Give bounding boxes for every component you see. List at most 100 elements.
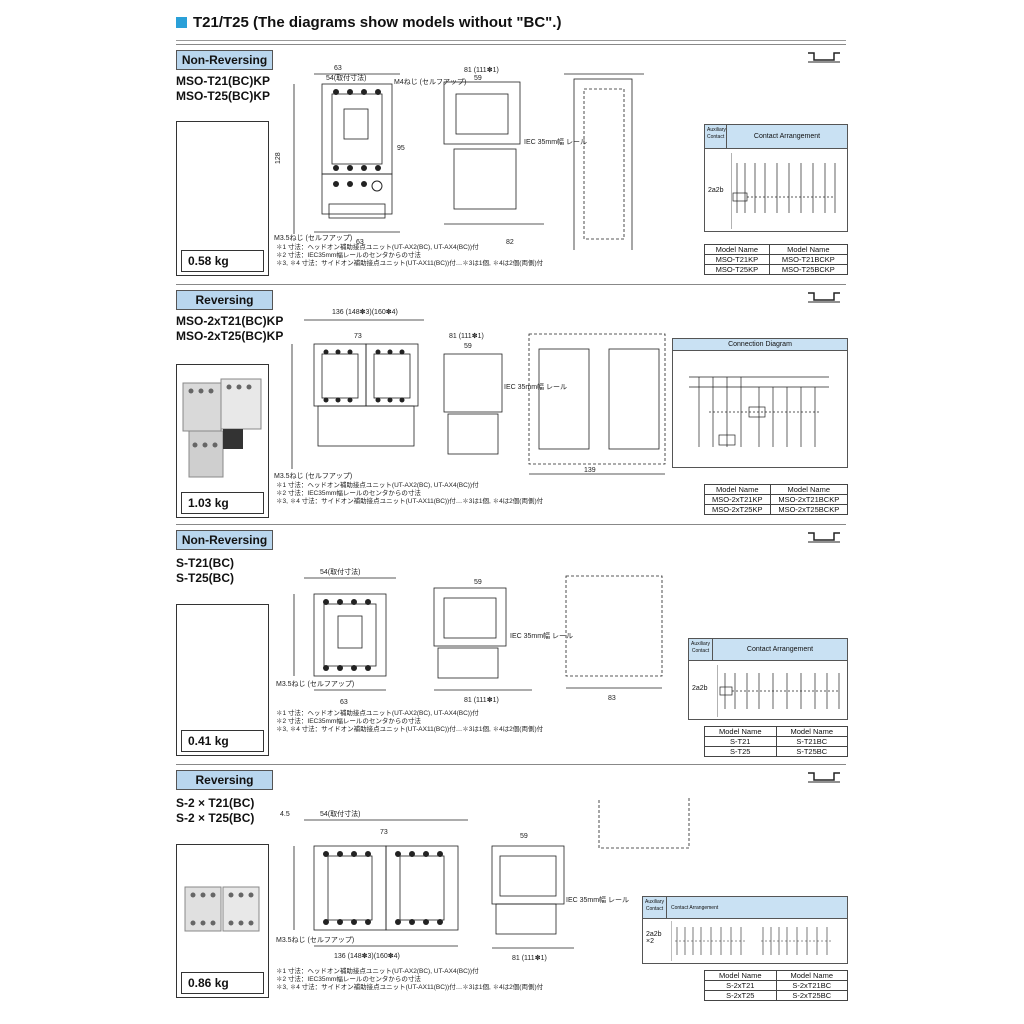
weight-badge: 0.41 kg: [181, 730, 264, 752]
table-header: Model Name: [775, 970, 848, 981]
connection-schematic: [689, 376, 829, 447]
model-line-1: MSO-T21(BC)KP: [176, 74, 271, 88]
model-line-1: S-T21(BC): [176, 556, 235, 570]
dim-63b: 63: [356, 239, 364, 246]
title-rule: [176, 40, 846, 41]
section-tag: Reversing: [176, 290, 273, 310]
footnotes: ✽1 寸法：ヘッドオン補助接点ユニット(UT-AX2(BC), UT-AX4(B…: [276, 482, 543, 506]
dim-73: 73: [380, 829, 388, 836]
panel-aux-label: Auxiliary Contact: [689, 639, 713, 660]
label-iec-rail: IEC 35mm幅 レール: [504, 382, 567, 391]
footnote-3: ✽3, ✽4 寸法：サイドオン補助接点ユニット(UT-AX11(BC))付…✽3…: [276, 984, 544, 991]
footnote-2: ✽2 寸法：IEC35mm幅レールのセンタからの寸法: [276, 718, 421, 725]
footnote-2: ✽2 寸法：IEC35mm幅レールのセンタからの寸法: [276, 976, 421, 983]
table-cell: S-2xT25: [704, 990, 777, 1001]
label-m4: M4ねじ (セルフアップ): [394, 78, 466, 86]
table-cell: MSO-2xT21KP: [704, 494, 771, 505]
footnote-3: ✽3, ✽4 寸法：サイドオン補助接点ユニット(UT-AX11(BC))付…✽3…: [276, 726, 544, 733]
dim-54: 54(取付寸法): [326, 73, 366, 82]
dim-59: 59: [520, 833, 528, 840]
dim-59: 59: [464, 343, 472, 350]
table-cell: MSO-T21BCKP: [768, 254, 849, 265]
section-divider: [176, 524, 846, 525]
weight-badge: 1.03 kg: [181, 492, 264, 514]
model-line-2: S-2 × T25(BC): [176, 811, 255, 825]
table-header: Model Name: [704, 970, 777, 981]
contact-arrangement-panel: Auxiliary Contact Contact Arrangement 2a…: [688, 638, 848, 720]
model-line-2: S-T25(BC): [176, 571, 235, 585]
contact-arrangement-panel: Auxiliary Contact Contact Arrangement 2a…: [642, 896, 848, 964]
dim-81: 81 (111✽1): [512, 954, 547, 962]
weight-badge: 0.58 kg: [181, 250, 264, 272]
section-reversing-mso: Reversing MSO-2xT21(BC)KP MSO-2xT25(BC)K…: [176, 284, 849, 522]
dim-63: 63: [340, 699, 348, 706]
dim-136: 136 (148✽3)(160✽4): [332, 308, 398, 316]
table-cell: MSO-2xT21BCKP: [769, 494, 849, 505]
section-non-reversing-s: Non-Reversing S-T21(BC) S-T25(BC) 0.41 k…: [176, 524, 848, 762]
din-rail-icon: [808, 532, 840, 543]
product-photo-box: 1.03 kg: [176, 364, 269, 518]
dim-81: 81 (111✽1): [449, 332, 484, 340]
page-title: T21/T25 (The diagrams show models withou…: [176, 14, 561, 31]
table-cell: MSO-2xT25KP: [704, 504, 771, 515]
section-divider: [176, 284, 846, 285]
dim-136: 136 (148✽3)(160✽4): [334, 952, 400, 960]
footnote-3: ✽3, ✽4 寸法：サイドオン補助接点ユニット(UT-AX11(BC))付…✽3…: [276, 260, 544, 267]
label-m35: M3.5ねじ (セルフアップ): [276, 936, 354, 944]
contact-schematic: [731, 153, 836, 229]
panel-title: Contact Arrangement: [671, 904, 719, 911]
table-header: Model Name: [768, 244, 849, 255]
product-photo-box: 0.58 kg: [176, 121, 269, 276]
table-cell: MSO-T21KP: [704, 254, 770, 265]
dim-63: 63: [334, 65, 342, 72]
weight-badge: 0.86 kg: [181, 972, 264, 994]
section-divider: [176, 764, 846, 765]
din-rail-icon: [808, 52, 840, 63]
model-title: S-2 × T21(BC) S-2 × T25(BC): [176, 796, 254, 826]
dim-95: 95: [397, 145, 405, 152]
section-divider: [176, 44, 846, 45]
product-photo: [182, 378, 262, 478]
table-cell: S-2xT25BC: [775, 990, 848, 1001]
table-cell: S-T25BC: [775, 746, 848, 757]
contact-schematic: [717, 665, 840, 717]
footnote-2: ✽2 寸法：IEC35mm幅レールのセンタからの寸法: [276, 490, 421, 497]
footnotes: ✽1 寸法：ヘッドオン補助接点ユニット(UT-AX2(BC), UT-AX4(B…: [276, 968, 543, 992]
page-title-text: T21/T25 (The diagrams show models withou…: [193, 14, 562, 31]
model-title: S-T21(BC) S-T25(BC): [176, 556, 234, 586]
dim-139: 139: [584, 467, 596, 474]
table-cell: MSO-T25KP: [704, 264, 770, 275]
contact-arrangement-panel: Auxiliary Contact Contact Arrangement 2a…: [704, 124, 848, 232]
title-square-icon: [176, 17, 187, 28]
table-header: Model Name: [704, 244, 770, 255]
table-cell: S-2xT21BC: [775, 980, 848, 991]
panel-contact-label: 2a2b: [692, 685, 708, 692]
footnote-1: ✽1 寸法：ヘッドオン補助接点ユニット(UT-AX2(BC), UT-AX4(B…: [276, 482, 479, 489]
section-tag: Non-Reversing: [176, 530, 273, 550]
dim-83: 83: [608, 695, 616, 702]
footnote-1: ✽1 寸法：ヘッドオン補助接点ユニット(UT-AX2(BC), UT-AX4(B…: [276, 968, 479, 975]
model-line-2: MSO-2xT25(BC)KP: [176, 329, 284, 343]
footnote-3: ✽3, ✽4 寸法：サイドオン補助接点ユニット(UT-AX11(BC))付…✽3…: [276, 498, 544, 505]
table-header: Model Name: [704, 484, 771, 495]
model-line-2: MSO-T25(BC)KP: [176, 89, 271, 103]
dim-81: 81 (111✽1): [464, 696, 499, 704]
model-title: MSO-2xT21(BC)KP MSO-2xT25(BC)KP: [176, 314, 283, 344]
footnote-2: ✽2 寸法：IEC35mm幅レールのセンタからの寸法: [276, 252, 421, 259]
section-reversing-s: Reversing S-2 × T21(BC) S-2 × T25(BC) 0.…: [176, 764, 848, 1004]
footnotes: ✽1 寸法：ヘッドオン補助接点ユニット(UT-AX2(BC), UT-AX4(B…: [276, 710, 543, 734]
table-cell: MSO-T25BCKP: [768, 264, 849, 275]
panel-contact-label: 2a2b ×2: [646, 931, 662, 945]
dimension-drawing: 4.5 54(取付寸法) 73 59 136 (148✽3)(160✽4) 81…: [276, 798, 690, 962]
panel-title: Contact Arrangement: [753, 133, 821, 140]
dim-54: 54(取付寸法): [320, 809, 360, 818]
footnote-1: ✽1 寸法：ヘッドオン補助接点ユニット(UT-AX2(BC), UT-AX4(B…: [276, 244, 479, 251]
